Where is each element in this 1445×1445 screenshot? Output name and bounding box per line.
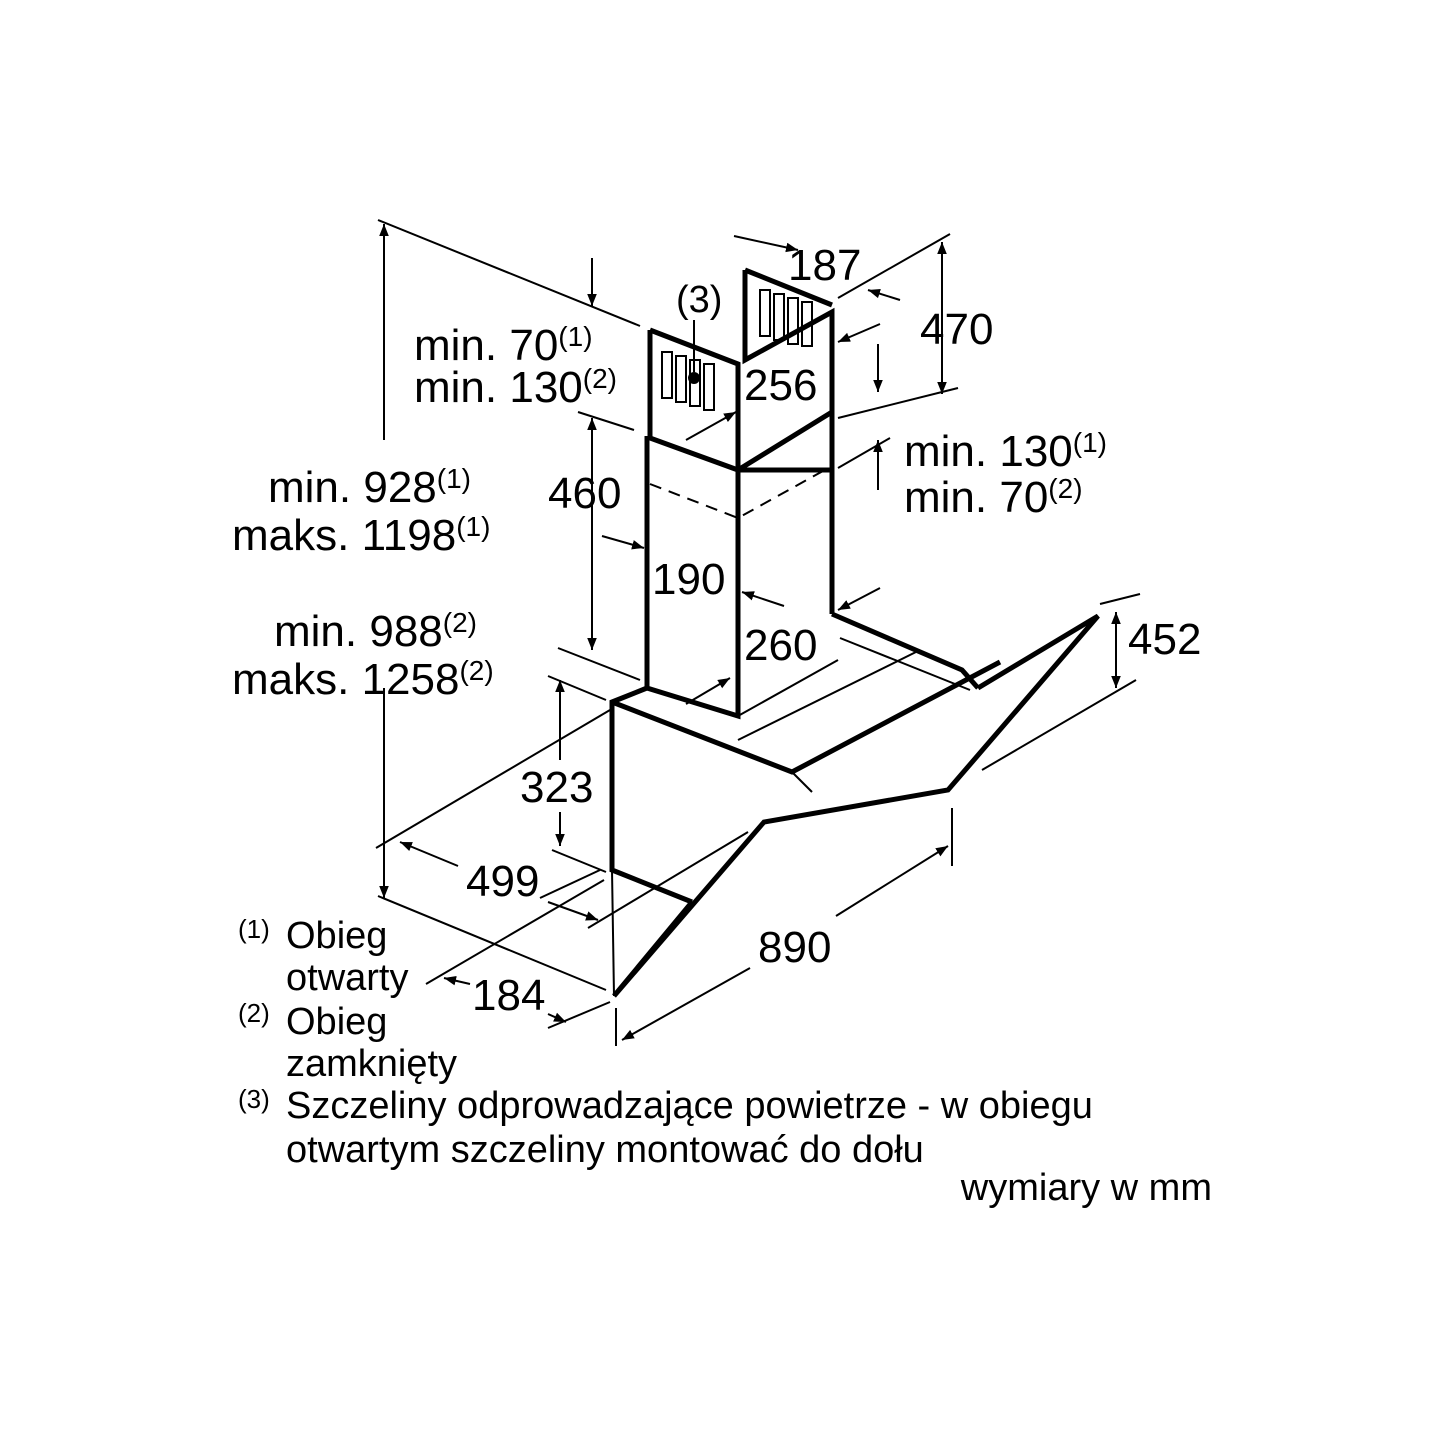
- dim-460: 460: [548, 469, 621, 518]
- svg-text:maks. 1258(2): maks. 1258(2): [232, 655, 494, 704]
- legend-marker-2: (2): [238, 998, 270, 1028]
- slot-marker-label: (3): [676, 279, 722, 321]
- svg-text:maks. 1198(1): maks. 1198(1): [232, 511, 490, 560]
- legend-marker-1: (1): [238, 914, 270, 944]
- upper-chimney-top-edge: [744, 267, 833, 308]
- dim-499: 499: [466, 857, 539, 906]
- glass-panel: [612, 613, 1100, 998]
- chimney-right-label: min. 130(1) min. 70(2): [904, 427, 1107, 522]
- legend-2-line-1: Obieg: [286, 1001, 387, 1043]
- dim-890: 890: [758, 923, 831, 972]
- dim-260: 260: [744, 621, 817, 670]
- legend-1-line-2: otwarty: [286, 957, 408, 999]
- height-closed-label: min. 988(2) maks. 1258(2): [232, 607, 494, 704]
- hood-outline: [609, 267, 1100, 998]
- upper-chimney-right-face: [738, 270, 835, 473]
- height-open-label: min. 928(1) maks. 1198(1): [232, 463, 490, 560]
- svg-text:min. 130(1): min. 130(1): [904, 427, 1107, 476]
- legend-3-line-1: Szczeliny odprowadzające powietrze - w o…: [286, 1085, 1093, 1127]
- ventilation-slots: [661, 289, 813, 411]
- legend-3-line-2: otwartym szczeliny montować do dołu: [286, 1129, 924, 1171]
- chimney-top-label: min. 70(1) min. 130(2): [414, 321, 617, 412]
- svg-text:min. 130(2): min. 130(2): [414, 363, 617, 412]
- dim-187: 187: [788, 241, 861, 290]
- dim-256: 256: [744, 361, 817, 410]
- slot-marker-dot: [688, 372, 700, 384]
- chimney-overlap-dashed: [649, 465, 833, 520]
- dim-470: 470: [920, 305, 993, 354]
- dim-184: 184: [472, 971, 545, 1020]
- legend: (1) Obieg otwarty (2) Obieg zamknięty (3…: [238, 914, 1093, 1171]
- units-note: wymiary w mm: [960, 1167, 1212, 1209]
- svg-text:min. 928(1): min. 928(1): [268, 463, 471, 512]
- dimension-lines: [375, 219, 1141, 1046]
- dim-452: 452: [1128, 615, 1201, 664]
- dim-190: 190: [652, 555, 725, 604]
- legend-marker-3: (3): [238, 1084, 270, 1114]
- svg-text:min. 70(2): min. 70(2): [904, 473, 1083, 522]
- lower-chimney: [644, 436, 741, 720]
- canopy-body: [609, 685, 693, 905]
- dim-323: 323: [520, 763, 593, 812]
- svg-text:min. 988(2): min. 988(2): [274, 607, 477, 656]
- svg-text:min. 70(1): min. 70(1): [414, 321, 593, 370]
- legend-1-line-1: Obieg: [286, 915, 387, 957]
- legend-2-line-2: zamknięty: [286, 1043, 457, 1085]
